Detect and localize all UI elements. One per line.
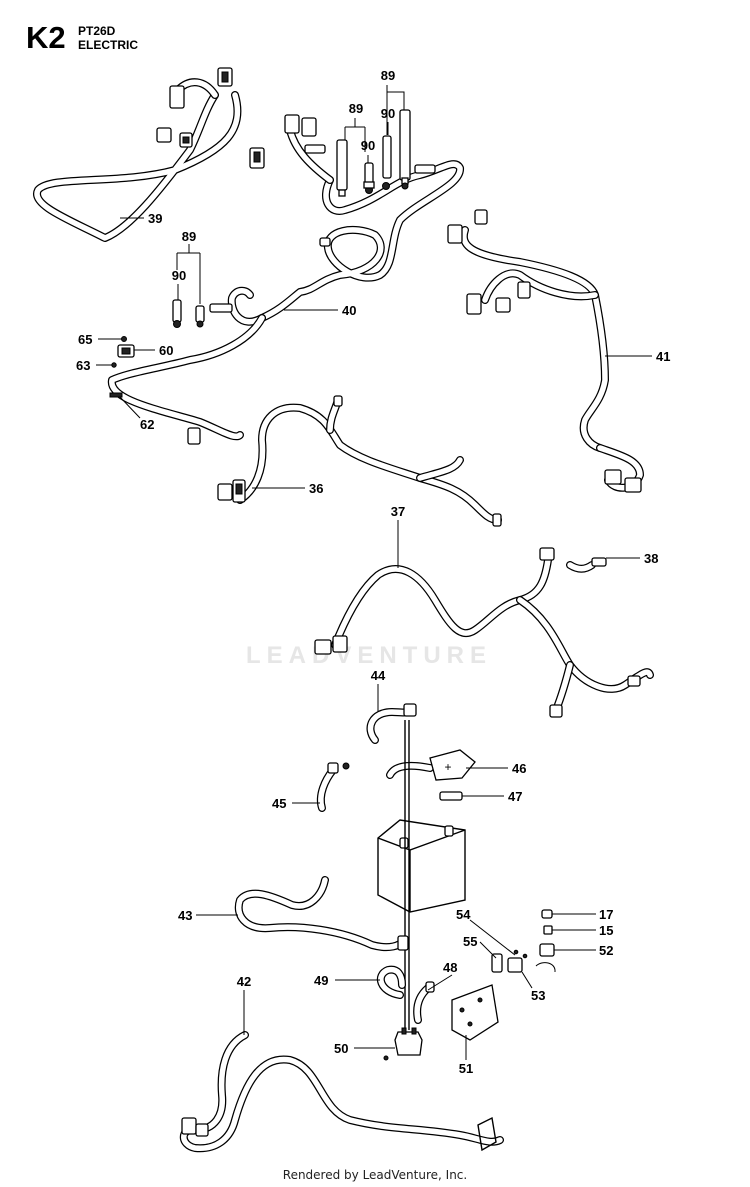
battery-box <box>377 819 466 913</box>
callout-38: 38 <box>644 551 658 566</box>
parts-diagram: + <box>33 67 670 1153</box>
callout-63: 63 <box>76 358 90 373</box>
relay-55[interactable] <box>491 953 503 973</box>
harness-38[interactable] <box>566 557 607 573</box>
clip-62[interactable] <box>109 392 123 398</box>
callout-52: 52 <box>599 943 613 958</box>
harness-36[interactable] <box>217 395 502 527</box>
switch-89-90-pair[interactable] <box>336 109 436 197</box>
callout-37: 37 <box>391 504 405 519</box>
callout-45: 45 <box>272 796 286 811</box>
callout-54: 54 <box>456 907 471 922</box>
callout-44: 44 <box>371 668 386 683</box>
callout-39: 39 <box>148 211 162 226</box>
cable-43[interactable] <box>234 876 409 952</box>
callout-48: 48 <box>443 960 457 975</box>
callout-65: 65 <box>78 332 92 347</box>
callout-49: 49 <box>314 973 328 988</box>
screw-65[interactable] <box>121 336 127 342</box>
callout-36: 36 <box>309 481 323 496</box>
harness-42[interactable] <box>179 1031 504 1153</box>
callout-47: 47 <box>508 789 522 804</box>
footer-credit: Rendered by LeadVenture, Inc. <box>282 1168 468 1182</box>
connector-53[interactable] <box>507 953 528 973</box>
callout-50: 50 <box>334 1041 348 1056</box>
clamp-47[interactable] <box>439 791 463 801</box>
cable-45[interactable] <box>316 762 350 812</box>
callout-55: 55 <box>463 934 477 949</box>
callout-53: 53 <box>531 988 545 1003</box>
callout-90-c: 90 <box>172 268 186 283</box>
callout-89-c: 89 <box>182 229 196 244</box>
harness-39[interactable] <box>33 67 242 242</box>
callout-89-a: 89 <box>381 68 395 83</box>
callout-42: 42 <box>237 974 251 989</box>
callout-62: 62 <box>140 417 154 432</box>
solenoid-50[interactable] <box>383 1027 423 1061</box>
relay-52[interactable] <box>535 943 556 973</box>
svg-text:+: + <box>444 760 451 774</box>
callout-90-a: 90 <box>381 106 395 121</box>
cable-49[interactable] <box>376 965 406 999</box>
callout-60: 60 <box>159 343 173 358</box>
harness-41[interactable] <box>447 209 644 493</box>
callout-15: 15 <box>599 923 613 938</box>
diagram-code: K2 <box>26 20 66 55</box>
nut-63[interactable] <box>111 362 117 368</box>
callouts: 89 90 89 90 89 90 39 40 41 65 60 63 62 3… <box>76 68 670 1076</box>
callout-41: 41 <box>656 349 670 364</box>
harness-37[interactable] <box>314 547 654 718</box>
leader-lines <box>96 85 652 1060</box>
clip-15[interactable] <box>543 925 553 935</box>
bracket-51[interactable] <box>451 984 499 1041</box>
callout-46: 46 <box>512 761 526 776</box>
section-label: ELECTRIC <box>78 38 138 52</box>
callout-51: 51 <box>459 1061 473 1076</box>
relay-60[interactable] <box>117 344 135 358</box>
harness-40[interactable] <box>107 114 464 445</box>
callout-90-b: 90 <box>361 138 375 153</box>
watermark: LEADVENTURE <box>246 642 493 669</box>
callout-40: 40 <box>342 303 356 318</box>
callout-17: 17 <box>599 907 613 922</box>
cap-17[interactable] <box>541 909 553 919</box>
cover-46[interactable]: + <box>386 749 476 781</box>
callout-43: 43 <box>178 908 192 923</box>
connector-54[interactable] <box>513 949 519 955</box>
callout-89-b: 89 <box>349 101 363 116</box>
switch-89-90-left[interactable] <box>172 299 233 328</box>
model-label: PT26D <box>78 24 116 38</box>
cable-44[interactable] <box>366 703 417 744</box>
